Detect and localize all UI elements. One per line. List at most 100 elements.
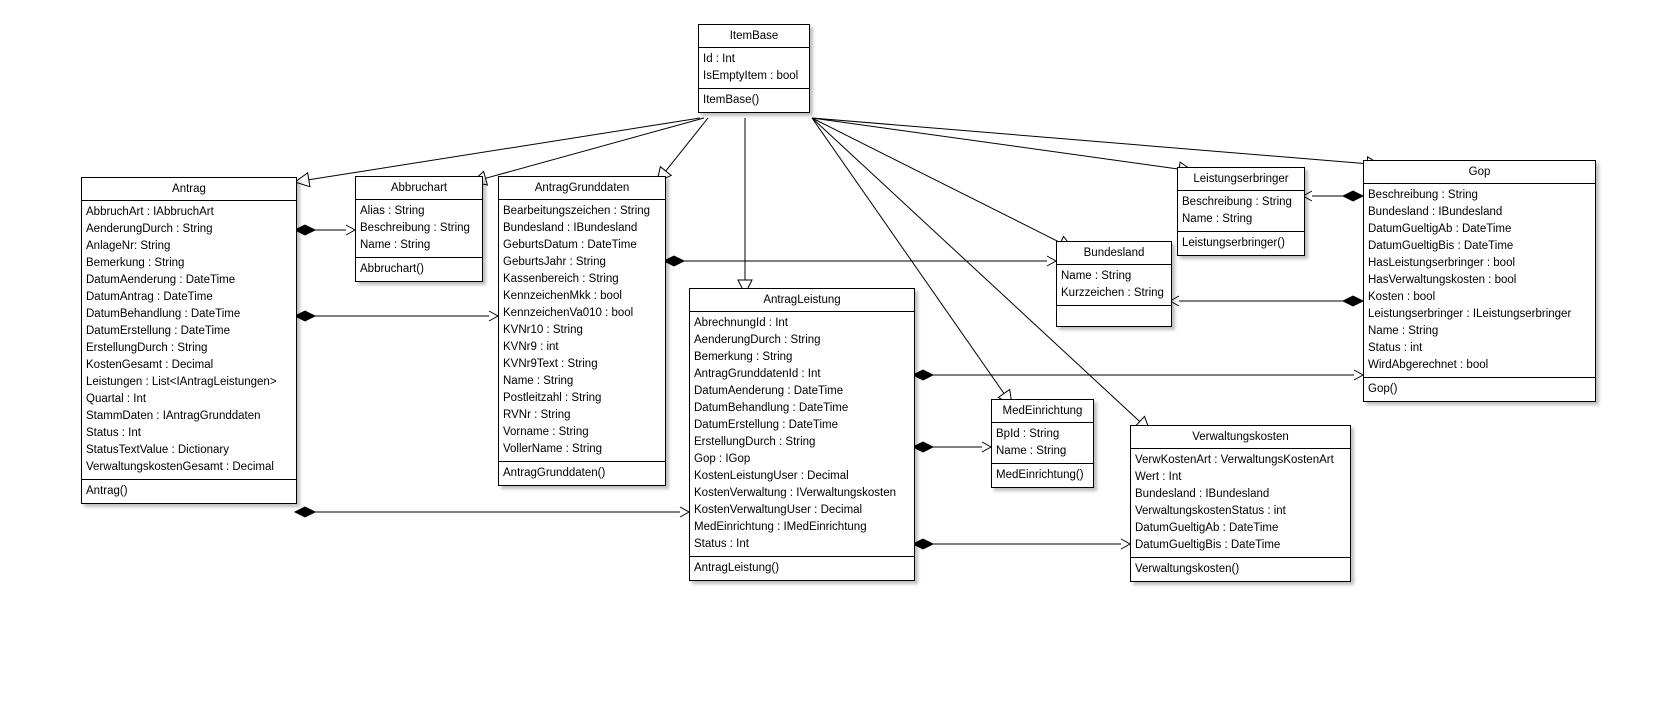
class-abbruchart[interactable]: Abbruchart Alias : String Beschreibung :… (355, 176, 483, 282)
attribute: Bundesland : IBundesland (1135, 488, 1270, 500)
attribute: Beschreibung : String (360, 222, 470, 234)
composition-arrowhead-antrag-abbruchart (345, 224, 357, 236)
attribute: KostenGesamt : Decimal (86, 359, 214, 371)
attribute: AenderungDurch : String (86, 223, 213, 235)
attribute: Name : String (1061, 270, 1132, 282)
composition-arrowhead-antraggrunddaten-bundesland (1046, 255, 1058, 267)
attribute: MedEinrichtung : IMedEinrichtung (694, 521, 867, 533)
attribute-list: BpId : String Name : String (992, 423, 1093, 464)
attribute: Status : int (1368, 342, 1423, 354)
attribute-list: Alias : String Beschreibung : String Nam… (356, 200, 482, 258)
attribute: Postleitzahl : String (503, 392, 602, 404)
class-name: Leistungserbringer (1178, 168, 1304, 191)
attribute: DatumErstellung : DateTime (694, 419, 839, 431)
generalization-arrowhead-antrag (293, 172, 311, 188)
class-bundesland[interactable]: Bundesland Name : String Kurzzeichen : S… (1056, 241, 1172, 327)
generalization-line-antrag (308, 117, 701, 181)
method-list (1057, 306, 1171, 326)
class-antraggrunddaten[interactable]: AntragGrunddaten Bearbeitungszeichen : S… (498, 176, 666, 486)
generalization-line-abbruchart (485, 117, 705, 179)
attribute: Name : String (1182, 213, 1253, 225)
composition-diamond-gop-leistungserbringer (1341, 190, 1365, 202)
generalization-arrowhead-antragleistung (737, 279, 753, 296)
attribute: Bundesland : IBundesland (1368, 206, 1503, 218)
attribute: Beschreibung : String (1368, 189, 1478, 201)
composition-arrowhead-antragleistung-verwaltungskosten (1120, 538, 1132, 550)
composition-diamond-gop-bundesland (1341, 295, 1365, 307)
class-verwaltungskosten[interactable]: Verwaltungskosten VerwKostenArt : Verwal… (1130, 425, 1351, 582)
attribute: Kurzzeichen : String (1061, 287, 1164, 299)
composition-diamond-antrag-abbruchart (293, 224, 317, 236)
attribute: Name : String (1368, 325, 1439, 337)
attribute: StatusTextValue : Dictionary (86, 444, 229, 456)
composition-arrowhead-antrag-antragleistung (679, 506, 691, 518)
attribute-list: VerwKostenArt : VerwaltungsKostenArt Wer… (1131, 449, 1350, 558)
attribute: Name : String (503, 375, 574, 387)
attribute: AntragGrunddatenId : Int (694, 368, 821, 380)
method: AntragLeistung() (694, 562, 780, 574)
attribute: Status : Int (694, 538, 749, 550)
attribute: AenderungDurch : String (694, 334, 821, 346)
attribute: KVNr10 : String (503, 324, 583, 336)
attribute: GeburtsJahr : String (503, 256, 606, 268)
method: AntragGrunddaten() (503, 467, 606, 479)
composition-arrowhead-antragleistung-medeinrichtung (981, 441, 993, 453)
method: Verwaltungskosten() (1135, 563, 1240, 575)
attribute: DatumAntrag : DateTime (86, 291, 213, 303)
method-list: AntragGrunddaten() (499, 462, 665, 485)
class-name: Abbruchart (356, 177, 482, 200)
class-medeinrichtung[interactable]: MedEinrichtung BpId : String Name : Stri… (991, 399, 1094, 488)
attribute: Leistungserbringer : ILeistungserbringer (1368, 308, 1572, 320)
class-leistungserbringer[interactable]: Leistungserbringer Beschreibung : String… (1177, 167, 1305, 256)
attribute: Id : Int (703, 53, 735, 65)
attribute: KostenVerwaltung : IVerwaltungskosten (694, 487, 897, 499)
composition-arrowhead-antrag-antraggrunddaten (488, 310, 500, 322)
class-name: Bundesland (1057, 242, 1171, 265)
attribute: Name : String (996, 445, 1067, 457)
class-antragleistung[interactable]: AntragLeistung AbrechnungId : Int Aender… (689, 288, 915, 581)
method-list: Leistungserbringer() (1178, 232, 1304, 255)
method: Leistungserbringer() (1182, 237, 1285, 249)
class-antrag[interactable]: Antrag AbbruchArt : IAbbruchArt Aenderun… (81, 177, 297, 504)
attribute: DatumGueltigBis : DateTime (1368, 240, 1514, 252)
composition-arrowhead-antragleistung-gop (1353, 369, 1365, 381)
generalization-line-medeinrichtung (811, 117, 1005, 394)
method-list: Antrag() (82, 480, 296, 503)
method-list: MedEinrichtung() (992, 464, 1093, 487)
attribute: GeburtsDatum : DateTime (503, 239, 637, 251)
attribute: DatumAenderung : DateTime (86, 274, 236, 286)
method-list: Abbruchart() (356, 258, 482, 281)
attribute: Kosten : bool (1368, 291, 1436, 303)
attribute: Name : String (360, 239, 431, 251)
attribute: AbrechnungId : Int (694, 317, 788, 329)
attribute: KennzeichenMkk : bool (503, 290, 622, 302)
composition-diamond-antragleistung-medeinrichtung (911, 441, 935, 453)
class-itembase[interactable]: ItemBase Id : Int IsEmptyItem : bool Ite… (698, 24, 810, 113)
method: Gop() (1368, 383, 1398, 395)
method: Abbruchart() (360, 263, 424, 275)
class-gop[interactable]: Gop Beschreibung : String Bundesland : I… (1363, 160, 1596, 402)
attribute: Bundesland : IBundesland (503, 222, 638, 234)
attribute-list: Beschreibung : String Name : String (1178, 191, 1304, 232)
attribute: VollerName : String (503, 443, 603, 455)
class-name: Verwaltungskosten (1131, 426, 1350, 449)
generalization-line-antraggrunddaten (665, 117, 709, 172)
attribute: ErstellungDurch : String (86, 342, 208, 354)
attribute: IsEmptyItem : bool (703, 70, 799, 82)
attribute: Quartal : Int (86, 393, 147, 405)
composition-diamond-antragleistung-verwaltungskosten (911, 538, 935, 550)
method-list: ItemBase() (699, 89, 809, 112)
attribute: AbbruchArt : IAbbruchArt (86, 206, 214, 218)
attribute: Bemerkung : String (86, 257, 185, 269)
attribute: KostenLeistungUser : Decimal (694, 470, 849, 482)
attribute: KostenVerwaltungUser : Decimal (694, 504, 863, 516)
attribute: Kassenbereich : String (503, 273, 619, 285)
attribute: Vorname : String (503, 426, 589, 438)
attribute: VerwaltungskostenGesamt : Decimal (86, 461, 274, 473)
attribute: WirdAbgerechnet : bool (1368, 359, 1489, 371)
attribute: VerwaltungskostenStatus : int (1135, 505, 1286, 517)
generalization-line-gop (811, 117, 1368, 165)
method: Antrag() (86, 485, 128, 497)
method: ItemBase() (703, 94, 760, 106)
